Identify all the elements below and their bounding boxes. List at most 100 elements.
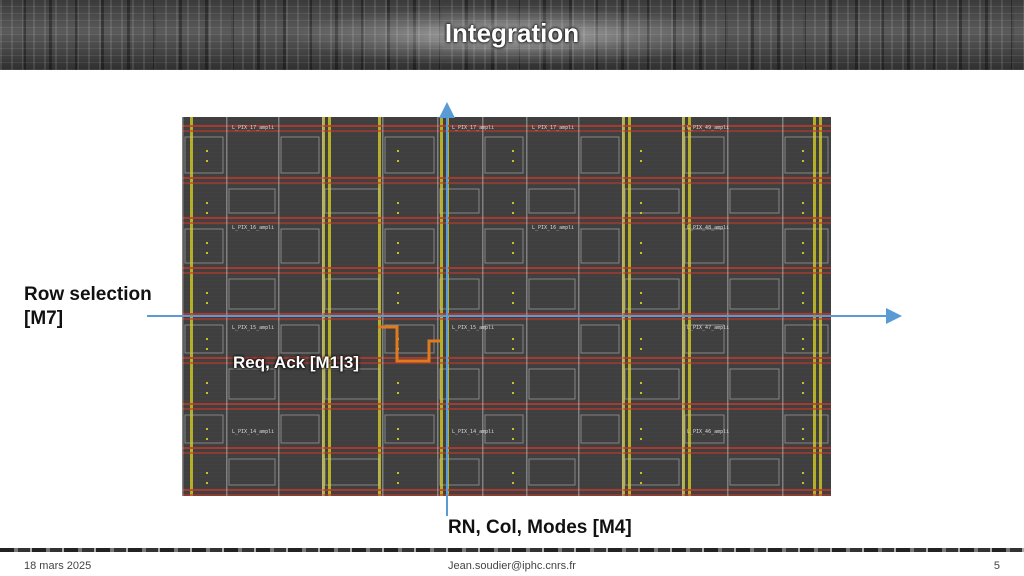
contact-dot <box>802 428 804 430</box>
red-trace <box>182 222 831 224</box>
contact-dot <box>512 160 514 162</box>
cell-name-label: L_PIX_14_ampli <box>452 429 494 435</box>
contact-dot <box>206 382 208 384</box>
gray-rail <box>578 117 580 496</box>
cell-outline <box>624 278 680 310</box>
cell-outline <box>228 458 276 486</box>
contact-dot <box>802 382 804 384</box>
cell-outline <box>729 458 780 486</box>
cell-outline <box>784 324 829 354</box>
contact-dot <box>640 202 642 204</box>
cell-outline <box>439 368 480 400</box>
contact-dot <box>512 482 514 484</box>
yellow-trace <box>628 117 631 496</box>
contact-dot <box>397 482 399 484</box>
yellow-trace <box>440 117 443 496</box>
gray-rail <box>278 117 280 496</box>
contact-dot <box>206 212 208 214</box>
cell-outline <box>484 136 524 174</box>
contact-dot <box>640 160 642 162</box>
cell-outline <box>280 228 320 264</box>
cell-outline <box>228 278 276 310</box>
contact-dot <box>802 472 804 474</box>
cell-name-label: L_PIX_16_ampli <box>532 225 574 231</box>
contact-dot <box>802 150 804 152</box>
cell-outline <box>184 414 224 444</box>
contact-dot <box>397 338 399 340</box>
row-selection-label: Row selection [M7] <box>24 283 184 331</box>
contact-dot <box>802 242 804 244</box>
contact-dot <box>397 242 399 244</box>
contact-dot <box>206 482 208 484</box>
header-banner <box>0 0 1024 70</box>
contact-dot <box>640 252 642 254</box>
contact-dot <box>640 428 642 430</box>
cell-outline <box>624 188 680 214</box>
cell-outline <box>528 458 576 486</box>
contact-dot <box>512 428 514 430</box>
cell-outline <box>528 278 576 310</box>
red-trace <box>182 489 831 491</box>
cell-name-label: L_PIX_17_ampli <box>232 125 274 131</box>
yellow-trace <box>190 117 193 496</box>
contact-dot <box>397 438 399 440</box>
cell-outline <box>684 228 725 264</box>
cell-outline <box>580 228 620 264</box>
contact-dot <box>640 348 642 350</box>
contact-dot <box>397 392 399 394</box>
cell-outline <box>624 458 680 486</box>
contact-dot <box>512 212 514 214</box>
cell-outline <box>528 368 576 400</box>
contact-dot <box>206 150 208 152</box>
gray-rail <box>727 117 729 496</box>
contact-dot <box>802 292 804 294</box>
contact-dot <box>802 438 804 440</box>
cell-name-label: L_PIX_17_ampli <box>532 125 574 131</box>
cell-outline <box>684 324 725 354</box>
cell-outline <box>580 136 620 174</box>
red-trace <box>182 272 831 274</box>
cell-outline <box>439 278 480 310</box>
gray-rail <box>226 117 228 496</box>
red-trace <box>182 267 831 269</box>
row-selection-label-line1: Row selection <box>24 284 152 305</box>
cell-outline <box>684 136 725 174</box>
contact-dot <box>640 292 642 294</box>
cell-outline <box>228 368 276 400</box>
red-trace <box>182 362 831 364</box>
gray-rail <box>682 117 684 496</box>
contact-dot <box>640 302 642 304</box>
cell-outline <box>729 368 780 400</box>
contact-dot <box>640 438 642 440</box>
red-trace <box>182 494 831 496</box>
contact-dot <box>640 242 642 244</box>
contact-dot <box>206 160 208 162</box>
contact-dot <box>640 472 642 474</box>
contact-dot <box>640 150 642 152</box>
contact-dot <box>206 438 208 440</box>
cell-outline <box>324 458 380 486</box>
contact-dot <box>640 382 642 384</box>
red-trace <box>182 217 831 219</box>
gray-rail <box>182 117 184 496</box>
contact-dot <box>397 202 399 204</box>
red-trace <box>182 130 831 132</box>
cell-name-label: L_PIX_49_ampli <box>687 125 729 131</box>
red-trace <box>182 403 831 405</box>
contact-dot <box>397 212 399 214</box>
contact-dot <box>397 472 399 474</box>
cell-name-label: L_PIX_15_ampli <box>452 325 494 331</box>
cell-outline <box>384 324 435 354</box>
red-trace <box>182 177 831 179</box>
red-trace <box>182 447 831 449</box>
cell-name-label: L_PIX_47_ampli <box>687 325 729 331</box>
gray-rail <box>622 117 624 496</box>
cell-outline <box>784 414 829 444</box>
cell-outline <box>184 324 224 354</box>
gray-rail <box>782 117 784 496</box>
yellow-trace <box>813 117 816 496</box>
slide-title: Integration <box>444 18 580 48</box>
cell-outline <box>729 278 780 310</box>
cell-outline <box>324 278 380 310</box>
cell-outline <box>484 228 524 264</box>
